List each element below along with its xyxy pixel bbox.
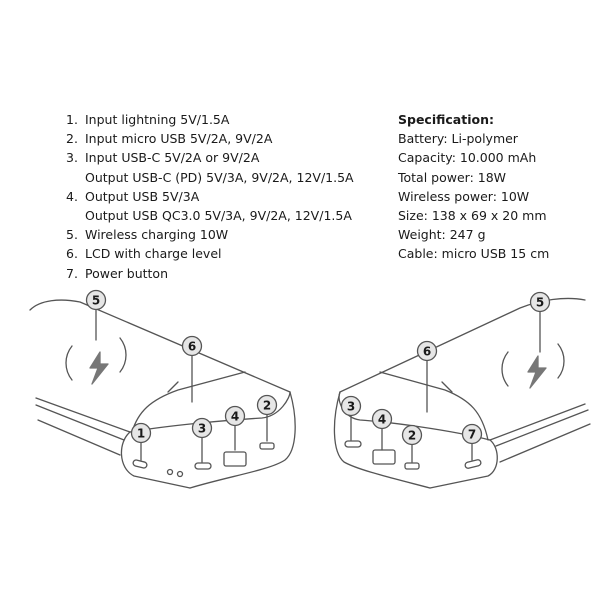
callout-label: 4 [231,410,239,424]
left-split-line [167,381,179,393]
spec-line: Weight: 247 g [398,227,486,243]
callout-label: 2 [408,429,416,443]
callout-label: 6 [188,340,196,354]
right-port-usb-a [372,449,396,465]
callout-marker: 4 [224,405,246,427]
left-side-edge-1 [35,404,125,441]
left-port-lightning [132,459,148,469]
left-led-2 [176,470,184,478]
spec-line: Battery: Li-polymer [398,131,518,147]
spec-line: Capacity: 10.000 mAh [398,150,537,166]
right-split-line [441,381,453,393]
callout-marker: 1 [130,422,152,444]
feature-item-continuation: Output USB QC3.0 5V/3A, 9V/2A, 12V/1.5A [85,208,352,224]
callout-marker: 3 [191,417,213,439]
right-lcd-area [379,371,489,441]
callout-marker: 4 [371,408,393,430]
left-side-edge-2 [37,419,121,456]
callout-marker: 2 [401,424,423,446]
right-bottom-edge [333,391,431,489]
right-front-top-edge [338,391,491,441]
powerbank-right-view [333,297,591,489]
left-wireless-icon [65,337,127,381]
left-wireless-bolt-icon [89,351,109,385]
callout-label: 6 [423,345,431,359]
left-top-front-edge [35,397,131,433]
right-top-front-edge [489,403,586,441]
right-front-face [429,439,498,489]
right-side-edge-1 [495,409,589,447]
callout-marker: 5 [529,291,551,313]
callout-label: 5 [92,294,100,308]
left-front-face [120,431,191,489]
feature-item: 3.Input USB-C 5V/2A or 9V/2A [66,150,260,166]
spec-line: Total power: 18W [398,169,507,185]
feature-item: 5.Wireless charging 10W [66,227,229,243]
specification-block: Specification: Battery: Li-polymer Capac… [398,110,549,264]
callout-marker: 2 [256,394,278,416]
left-port-usbc [194,462,212,470]
feature-list: 1.Input lightning 5V/1.5A 2.Input micro … [66,110,354,283]
left-port-usb-a [223,451,247,467]
right-power-button [464,459,482,469]
spec-title: Specification: [398,112,494,127]
callout-label: 7 [468,428,476,442]
callout-marker: 7 [461,423,483,445]
spec-line: Wireless power: 10W [398,188,530,204]
right-wireless-bolt-icon [527,355,547,389]
spec-line: Size: 138 x 69 x 20 mm [398,208,547,224]
left-led-1 [166,468,174,476]
callout-markers: 5 6 1 3 4 2 5 6 3 4 2 7 [85,289,551,446]
callout-marker: 6 [416,340,438,362]
callout-label: 3 [198,422,206,436]
feature-item-continuation: Output USB-C (PD) 5V/3A, 9V/2A, 12V/1.5A [85,169,354,185]
feature-item: 4.Output USB 5V/3A [66,188,200,204]
callout-label: 5 [536,296,544,310]
left-front-top-edge [129,391,291,433]
feature-item: 6.LCD with charge level [66,246,222,262]
callout-marker: 3 [340,395,362,417]
feature-item: 7.Power button [66,265,168,281]
right-side-edge-2 [499,423,591,463]
callout-label: 3 [347,400,355,414]
right-port-micro-usb [404,462,420,470]
powerbank-left-view [29,299,296,489]
callout-label: 4 [378,413,386,427]
left-port-micro-usb [259,442,275,450]
callout-marker: 6 [181,335,203,357]
right-wireless-icon [501,343,565,387]
feature-item: 1.Input lightning 5V/1.5A [66,112,230,127]
spec-line: Cable: micro USB 15 cm [398,246,550,262]
left-top-back-edge [29,299,291,393]
callout-marker: 5 [85,289,107,311]
left-bottom-edge [189,391,296,489]
right-top-back-edge [339,297,586,393]
callout-label: 2 [263,399,271,413]
callout-label: 1 [137,427,145,441]
right-port-usbc [344,440,362,448]
feature-item: 2.Input micro USB 5V/2A, 9V/2A [66,131,273,147]
